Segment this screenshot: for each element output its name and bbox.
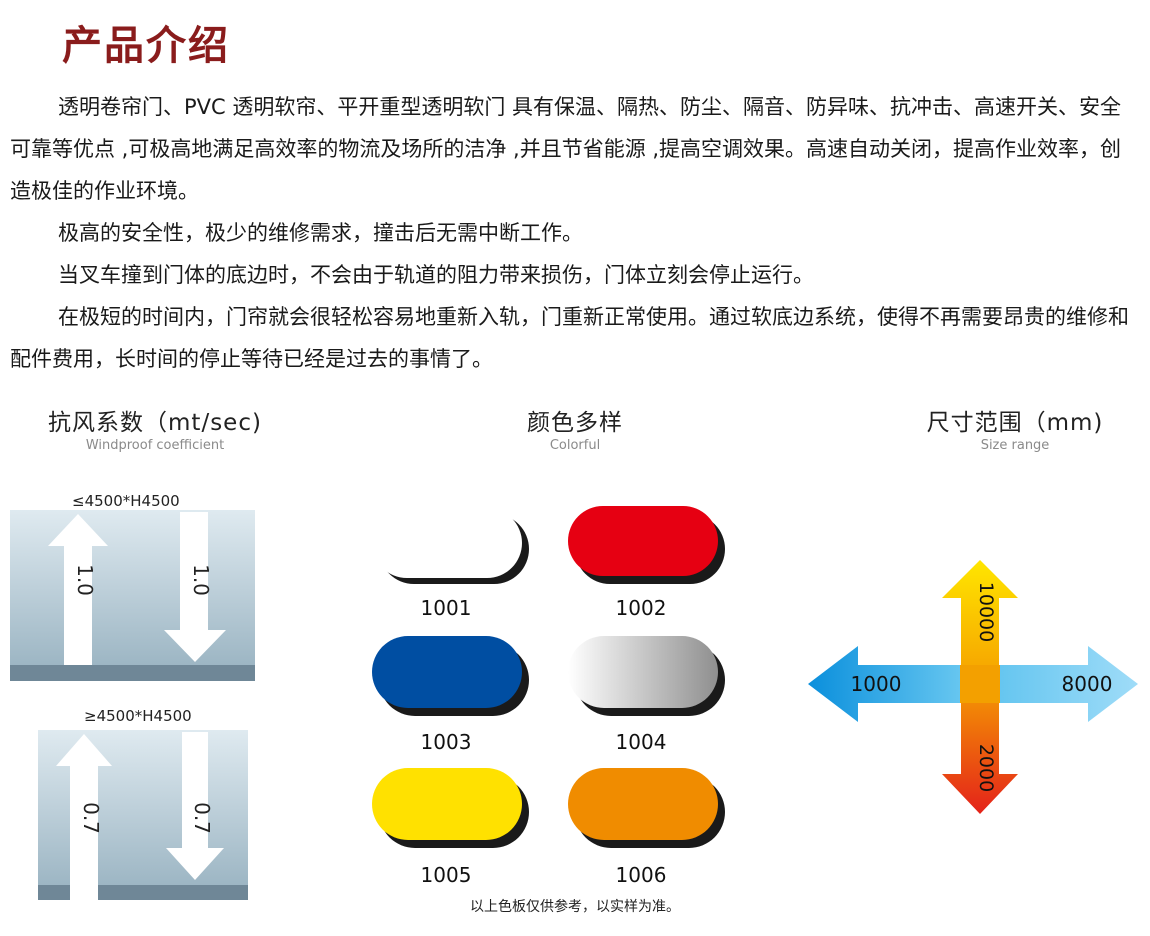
arrow-right-icon	[1000, 646, 1138, 722]
wind-panel-2-spec: ≥4500*H4500	[84, 707, 192, 725]
color-subtitle: Colorful	[549, 438, 601, 453]
swatch-1002	[568, 506, 725, 584]
size-section-header: 尺寸范围（mm) Size range	[905, 408, 1125, 454]
swatch-1005	[372, 768, 529, 848]
arrow-up-icon	[56, 734, 112, 900]
wind-panel-2: 0.7 0.7	[38, 730, 248, 900]
size-right-value: 8000	[1062, 672, 1113, 696]
wind-panel-2-left-value: 0.7	[79, 802, 103, 834]
swatch-label-1004: 1004	[615, 730, 667, 754]
swatch-label-1002: 1002	[615, 596, 667, 620]
intro-paragraph-4: 在极短的时间内，门帘就会很轻松容易地重新入轨，门重新正常使用。通过软底边系统，使…	[10, 305, 1129, 371]
color-section-header: 颜色多样 Colorful	[460, 408, 690, 454]
wind-subtitle: Windproof coefficient	[85, 438, 225, 453]
size-left-value: 1000	[851, 672, 902, 696]
arrow-down-icon	[166, 732, 224, 880]
size-subtitle: Size range	[980, 438, 1050, 453]
color-title: 颜色多样	[527, 410, 623, 436]
intro-paragraph-2: 极高的安全性，极少的维修需求，撞击后无需中断工作。	[58, 221, 583, 245]
swatch-1001	[372, 508, 529, 584]
wind-panel-1-left-value: 1.0	[73, 564, 97, 596]
size-title: 尺寸范围（mm)	[926, 410, 1104, 436]
intro-paragraph-3: 当叉车撞到门体的底边时，不会由于轨道的阻力带来损伤，门体立刻会停止运行。	[58, 263, 814, 287]
page-title: 产品介绍	[62, 23, 230, 69]
size-range-arrows: 1000 8000 10000 2000	[808, 560, 1138, 814]
swatch-label-1003: 1003	[420, 730, 472, 754]
arrow-up-icon	[48, 514, 108, 665]
wind-panel-1-right-value: 1.0	[189, 564, 213, 596]
size-bottom-value: 2000	[975, 744, 997, 792]
wind-panel-2-right-value: 0.7	[190, 802, 214, 834]
arrow-left-icon	[808, 646, 960, 722]
swatch-1006	[568, 768, 725, 848]
wind-panel-1: 1.0 1.0	[10, 510, 255, 681]
arrow-down-icon	[164, 512, 226, 662]
swatch-1003	[372, 636, 529, 716]
swatch-1004	[568, 636, 725, 716]
wind-title: 抗风系数（mt/sec)	[48, 410, 262, 436]
swatch-label-1005: 1005	[420, 863, 472, 887]
swatch-label-1001: 1001	[420, 596, 472, 620]
wind-panel-1-spec: ≤4500*H4500	[72, 492, 180, 510]
wind-section-header: 抗风系数（mt/sec) Windproof coefficient	[30, 408, 280, 454]
swatch-label-1006: 1006	[615, 863, 667, 887]
color-note: 以上色板仅供参考，以实样为准。	[470, 899, 680, 915]
intro-paragraph-1: 透明卷帘门、PVC 透明软帘、平开重型透明软门 具有保温、隔热、防尘、隔音、防异…	[10, 95, 1122, 203]
size-top-value: 10000	[975, 582, 997, 642]
